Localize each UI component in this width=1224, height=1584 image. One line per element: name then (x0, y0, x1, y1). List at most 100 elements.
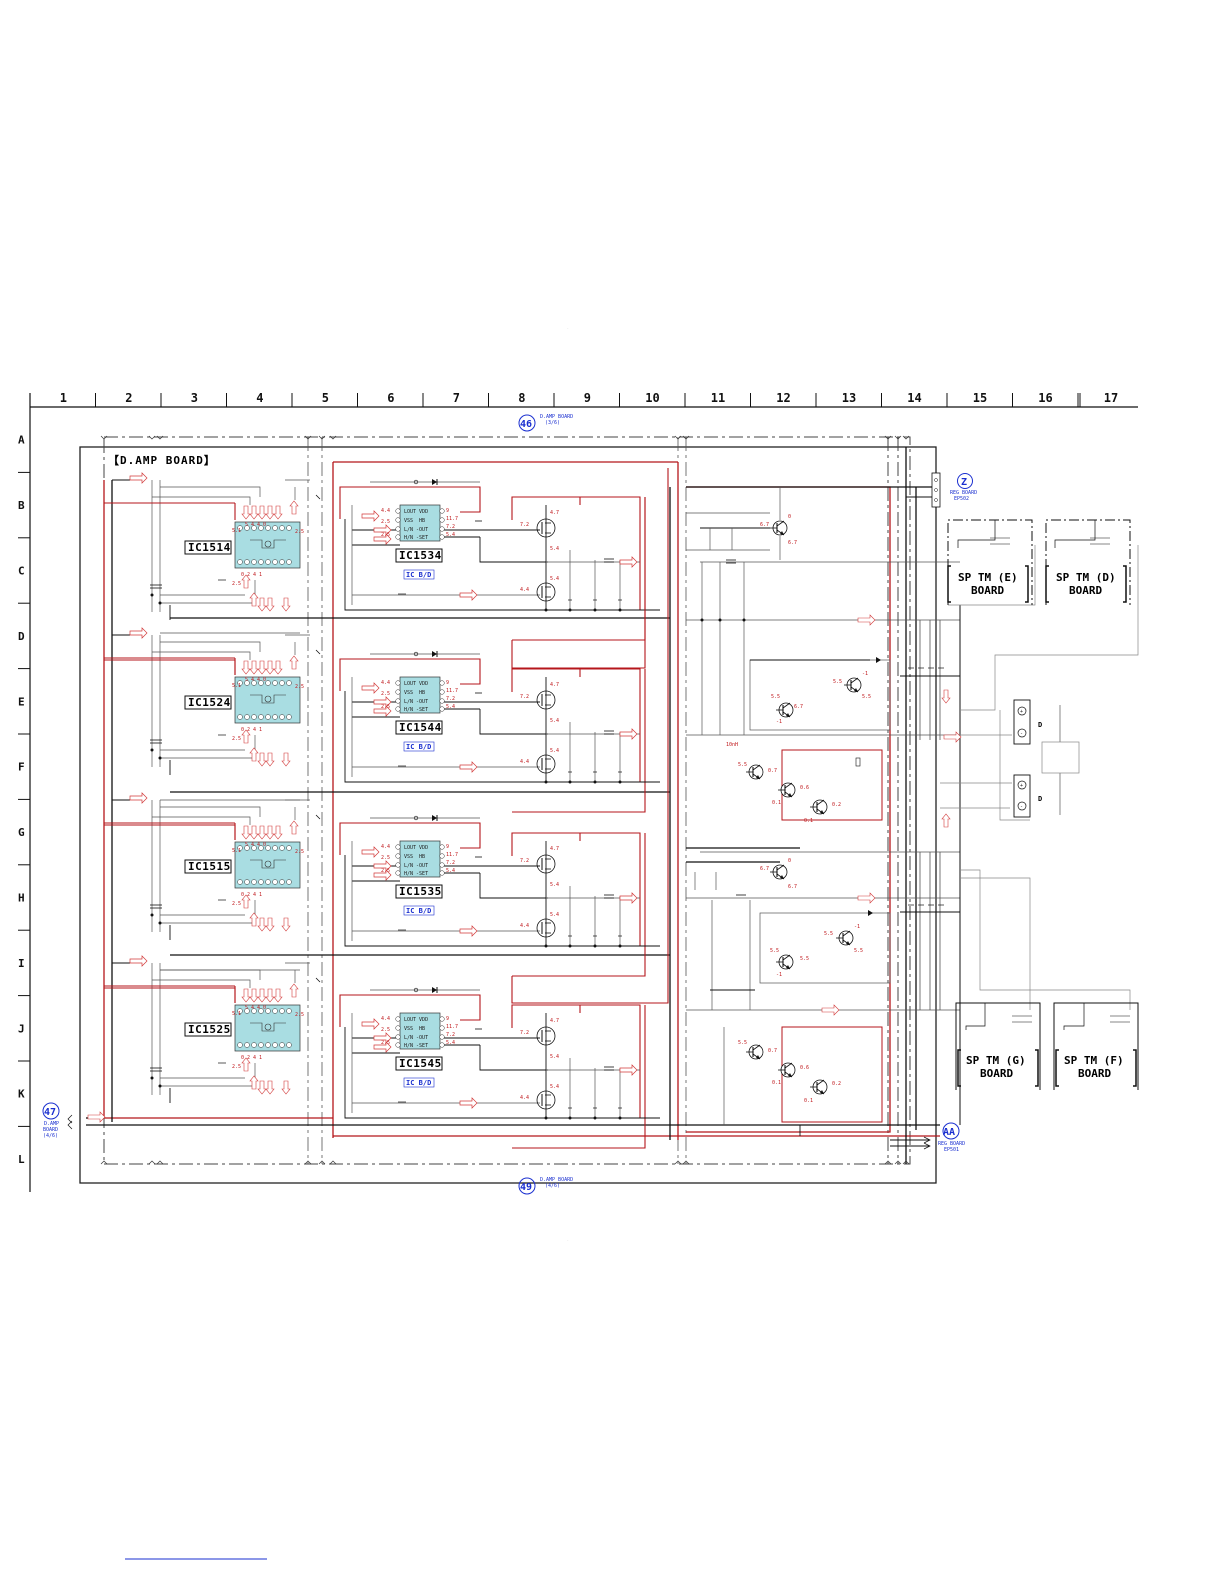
svg-text:0.1: 0.1 (804, 1098, 813, 1104)
ic1544-sub: IC B/D (406, 743, 431, 751)
protection-circuits: 6.7 0 6.7 5.5 -1 5.5 5.5 6.7 -1 10nH 5.5… (686, 487, 962, 1136)
sp-tm-e-line1: SP TM (E) (958, 571, 1018, 584)
svg-text:6.7: 6.7 (794, 704, 803, 710)
svg-text:0.6: 0.6 (800, 785, 809, 791)
column-label: 9 (584, 391, 591, 405)
speaker-board-f: SP TM (F) BOARD (1053, 1002, 1139, 1090)
ref-bottom-num: 49 (520, 1182, 532, 1193)
svg-text:-1: -1 (862, 671, 868, 677)
sp-tm-f-line2: BOARD (1078, 1067, 1111, 1080)
terminal-label-1: D (1038, 721, 1042, 729)
ref-bottom: 49 D.AMP BOARD (4/6) (518, 1177, 573, 1195)
row-label: J (18, 1022, 25, 1035)
ic1535-sub: IC B/D (406, 907, 431, 915)
svg-text:+: + (1020, 709, 1023, 715)
svg-text:5.5: 5.5 (738, 1040, 747, 1046)
ref-top-note2: (3/6) (545, 420, 560, 426)
column-label: 15 (973, 391, 987, 405)
ref-top: 46 D.AMP BOARD (3/6) (518, 414, 573, 432)
svg-text:0.2: 0.2 (832, 802, 841, 808)
sp-tm-e-line2: BOARD (971, 584, 1004, 597)
svg-text:6.7: 6.7 (760, 866, 769, 872)
svg-text:+: + (1020, 783, 1023, 789)
column-label: 8 (518, 391, 525, 405)
row-label: G (18, 826, 25, 839)
column-label: 12 (776, 391, 790, 405)
red-links (104, 468, 669, 1004)
ic1535-label: IC1535 (399, 885, 442, 898)
column-label: 7 (453, 391, 460, 405)
column-label: 4 (256, 391, 263, 405)
ref-left-note2: BOARD (43, 1127, 58, 1133)
row-label: F (18, 761, 25, 774)
row-label: I (18, 957, 25, 970)
speaker-board-g: SP TM (G) BOARD (955, 1002, 1041, 1090)
ic1545-sub: IC B/D (406, 1079, 431, 1087)
edge-ticks (100, 435, 910, 1165)
svg-text:5.5: 5.5 (862, 694, 871, 700)
ic1534-label: IC1534 (399, 549, 442, 562)
column-label: 11 (711, 391, 725, 405)
row-label: C (18, 565, 25, 578)
row-label: E (18, 695, 25, 708)
column-label: 3 (191, 391, 198, 405)
ref-left-num: 47 (44, 1107, 56, 1118)
board-title: 【D.AMP BOARD】 (108, 454, 216, 467)
column-label: 14 (907, 391, 921, 405)
svg-text:6.7: 6.7 (788, 884, 797, 890)
column-label: 13 (842, 391, 856, 405)
svg-text:6.7: 6.7 (760, 522, 769, 528)
page-dot-top: . (567, 326, 569, 330)
ref-z-note1: REG BOARD (950, 490, 977, 496)
ref-bottom-note2: (4/6) (545, 1183, 560, 1189)
ic1534-sub: IC B/D (406, 571, 431, 579)
speaker-board-e: SP TM (E) BOARD (947, 519, 1033, 605)
row-label: D (18, 630, 25, 643)
connector-aa: AA REG BOARD EP501 (923, 1122, 965, 1153)
svg-text:-: - (1020, 804, 1023, 810)
svg-text:0.7: 0.7 (768, 1048, 777, 1054)
row-label: L (18, 1153, 25, 1166)
driver-ic-labels: IC1534 IC B/D IC1544 IC B/D IC1535 IC B/… (395, 548, 443, 1088)
svg-text:0.6: 0.6 (800, 1065, 809, 1071)
svg-text:6.7: 6.7 (788, 540, 797, 546)
svg-text:-: - (1020, 731, 1023, 737)
ref-left-note3: (4/6) (43, 1133, 58, 1139)
terminal-label-2: D (1038, 795, 1042, 803)
svg-text:0: 0 (788, 514, 791, 520)
svg-text:5.5: 5.5 (771, 694, 780, 700)
sp-tm-d-line1: SP TM (D) (1056, 571, 1116, 584)
row-label: H (18, 892, 25, 905)
channel-section-4 (103, 955, 661, 1149)
ref-aa-num: AA (943, 1127, 955, 1138)
column-label: 6 (387, 391, 394, 405)
ref-bottom-note1: D.AMP BOARD (540, 1177, 573, 1183)
svg-text:0.2: 0.2 (832, 1081, 841, 1087)
channel-section-3 (103, 792, 661, 977)
channel-section-2 (103, 627, 661, 813)
ref-aa-note2: EP501 (944, 1147, 959, 1153)
connector-z: Z REG BOARD EP502 (931, 472, 977, 508)
ref-top-num: 46 (520, 419, 532, 430)
svg-text:5.5: 5.5 (854, 948, 863, 954)
ref-aa-note1: REG BOARD (938, 1141, 965, 1147)
ref-left: 47 D.AMP BOARD (4/6) (42, 1102, 106, 1139)
mux-ic-labels: IC1514 IC1524 IC1515 IC1525 (184, 540, 232, 1037)
ic1524-label: IC1524 (188, 696, 231, 709)
sp-tm-g-line1: SP TM (G) (966, 1054, 1026, 1067)
ref-z-note2: EP502 (954, 496, 969, 502)
row-label: K (18, 1088, 25, 1101)
ic1515-label: IC1515 (188, 860, 231, 873)
speaker-terminal-1: + - D (1013, 699, 1042, 745)
svg-text:5.5: 5.5 (824, 931, 833, 937)
svg-text:0.1: 0.1 (772, 1080, 781, 1086)
label-10nh: 10nH (726, 742, 738, 748)
ic1514-label: IC1514 (188, 541, 231, 554)
svg-text:-1: -1 (776, 972, 782, 978)
svg-text:5.5: 5.5 (738, 762, 747, 768)
svg-text:5.5: 5.5 (833, 679, 842, 685)
column-label: 5 (322, 391, 329, 405)
svg-text:-1: -1 (776, 719, 782, 725)
grid-frame (18, 393, 1138, 1192)
